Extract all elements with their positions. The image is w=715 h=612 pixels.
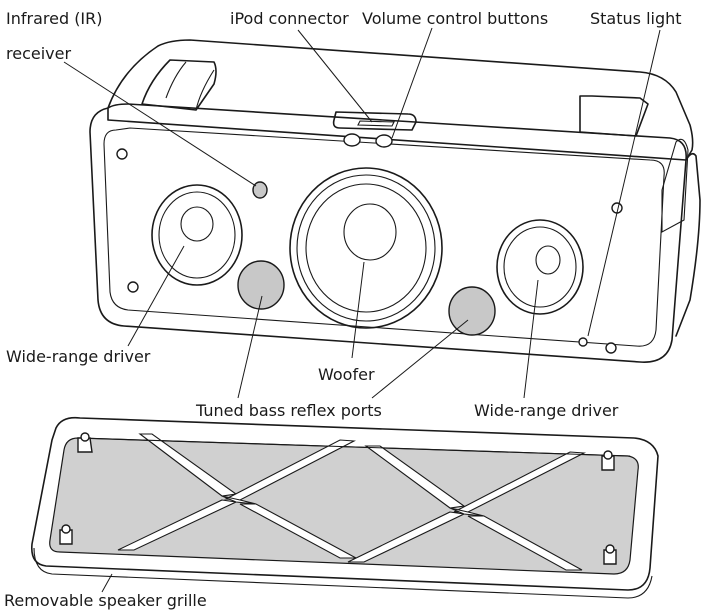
grille-clip-top-right [601,450,615,471]
label-bass-ports: Tuned bass reflex ports [195,401,382,420]
leader-wide-range-right [523,279,539,399]
leader-woofer [351,261,365,359]
leader-status-light [587,29,661,337]
grille-ribs [79,433,631,571]
right-wide-range-driver [496,219,584,315]
speaker-left-handle-inner [165,61,215,111]
label-grille: Removable speaker grille [4,591,207,610]
label-wide-range-right: Wide-range driver [474,401,619,420]
labels: Infrared (IR) receiver iPod connector Vo… [4,9,682,610]
speaker-front-shell [89,103,687,363]
speaker-right-top-recess [579,95,649,137]
grille-clip-bottom-right [603,544,617,565]
left-wide-range-driver [151,184,243,286]
volume-down-button[interactable] [343,133,361,147]
speaker-grille [30,416,659,599]
leader-bass-port-right [371,319,469,399]
leader-ir-receiver [63,61,257,187]
speaker-right-handle [661,138,689,233]
status-light [578,337,588,347]
label-ir-receiver-line2: receiver [6,44,71,63]
label-woofer: Woofer [318,365,375,384]
bass-port-right [448,286,496,336]
leader-grille [101,573,113,593]
speaker-body [89,39,701,363]
label-ir-receiver-line1: Infrared (IR) [6,9,103,28]
ir-receiver [252,181,268,199]
speaker-top-surface [107,39,694,161]
label-volume-buttons: Volume control buttons [362,9,548,28]
leader-wide-range-left [127,245,185,347]
speaker-left-handle [141,59,217,111]
speaker-front-panel [103,127,665,347]
leader-bass-port-left [237,295,263,399]
screw-bottom-left [127,281,139,293]
screw-bottom-right [605,342,617,354]
ipod-dock [332,111,417,131]
leader-volume-buttons [391,27,433,139]
bass-port-left [237,260,285,310]
label-ipod-connector: iPod connector [230,9,349,28]
label-wide-range-left: Wide-range driver [6,347,151,366]
grille-rim [33,547,653,599]
leader-ipod-connector [297,29,373,123]
speaker-right-side [675,152,701,337]
grille-clip-bottom-left [59,524,73,545]
leader-lines [63,27,661,593]
ipod-connector-slot [357,120,395,127]
screw-top-left [116,148,128,160]
woofer [289,167,443,329]
grille-clip-top-left [77,432,93,453]
label-status-light: Status light [590,9,682,28]
volume-up-button[interactable] [375,134,393,148]
